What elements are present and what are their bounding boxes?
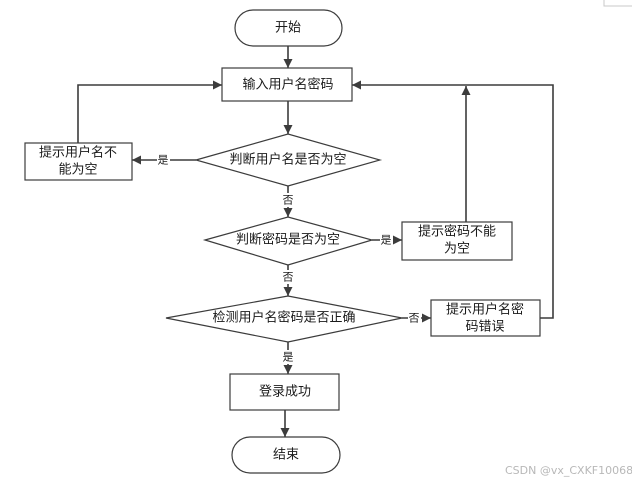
edge-label-text: 是 [381,234,392,247]
watermark: CSDN @vx_CXKF10068 [505,464,632,477]
edge-label-check-username-yes: 是 [157,153,170,167]
username-empty-label-line2: 能为空 [58,163,97,178]
edge-label-text: 否 [409,312,420,325]
password-empty-label-line1: 提示密码不能 [418,224,496,240]
login-success-node: 登录成功 [229,373,340,411]
credentials-wrong-label-line2: 码错误 [465,320,504,335]
start-node: 开始 [234,9,343,47]
edge-label-text: 是 [158,154,169,167]
input-credentials-label: 输入用户名密码 [242,77,333,93]
edge-label-check-password-no: 否 [282,270,295,284]
login-success-label: 登录成功 [259,385,311,400]
end-node: 结束 [231,436,341,474]
edge-label-check-password-yes: 是 [380,233,393,247]
check-username-label: 判断用户名是否为空 [229,152,346,168]
edge-label-verify-yes: 是 [282,350,295,364]
verify-credentials-decision: 检测用户名密码是否正确 [165,295,403,343]
start-label: 开始 [275,21,301,36]
credentials-wrong-label-line1: 提示用户名密 [446,302,524,318]
edge-credentials-wrong-back [352,80,554,319]
check-password-label: 判断密码是否为空 [236,232,340,248]
edge-username-empty-back [77,80,222,143]
edge-label-text: 是 [283,351,294,364]
input-credentials-node: 输入用户名密码 [221,67,353,102]
edge-label-text: 否 [283,194,294,207]
end-label: 结束 [273,448,299,463]
username-empty-node: 提示用户名不 能为空 [24,142,133,181]
edge-label-check-username-no: 否 [282,193,295,207]
username-empty-label-line1: 提示用户名不 [39,145,117,161]
check-username-decision: 判断用户名是否为空 [193,133,383,187]
corner-mark [603,0,632,7]
edge-label-verify-no: 否 [408,311,421,325]
password-empty-node: 提示密码不能 为空 [401,221,513,261]
verify-credentials-label: 检测用户名密码是否正确 [212,310,355,326]
check-password-decision: 判断密码是否为空 [202,216,375,266]
password-empty-label-line2: 为空 [444,242,470,257]
credentials-wrong-node: 提示用户名密 码错误 [430,299,541,337]
edge-label-text: 否 [283,271,294,284]
